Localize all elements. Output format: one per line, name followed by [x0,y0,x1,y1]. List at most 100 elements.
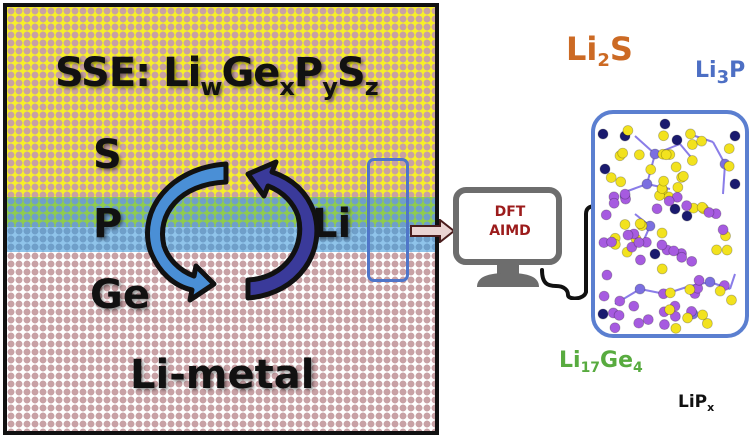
germanium-atom [669,203,681,215]
left-curved-arrow-icon [145,161,229,303]
sulfur-atom [701,318,713,329]
sulfur-atom [697,309,708,321]
sulfur-atom [605,172,617,183]
element-label-ge: Ge [90,272,150,318]
sulfur-atom [615,176,627,188]
phosphorus-atom [641,178,653,190]
element-label-p: P [93,201,123,247]
computer-monitor-icon [453,187,562,287]
lithium-atom [633,237,645,248]
phase-label-li3p: Li3P [695,58,745,88]
lithium-atom [668,245,680,257]
right-arrow-icon [410,219,456,243]
germanium-atom [597,308,609,320]
sse-formula-title: SSE: LiwGexPySz [55,50,379,101]
sulfur-atom [685,128,696,140]
germanium-atom [671,134,683,146]
formula-subscript: y [322,73,338,101]
lithium-atom [703,207,715,218]
germanium-atom [599,163,611,175]
sulfur-atom [656,263,668,275]
phase-label-li17ge4: Li17Ge4 [559,348,643,376]
lithium-atom [613,309,625,321]
element-label-s: S [93,132,122,178]
interface-layer-green [7,197,435,227]
sulfur-atom [696,135,707,147]
phase-text: S [609,30,633,68]
lithium-atom [600,209,612,221]
phase-subscript: 3 [716,67,730,88]
sulfur-atom [670,161,682,173]
germanium-atom [681,210,693,222]
lithium-atom [619,188,631,200]
monitor-cable [540,204,598,300]
lithium-atom [693,274,705,286]
lithium-atom [606,236,617,248]
interface-schematic-panel [3,3,439,435]
sulfur-atom [660,149,672,161]
sulfur-atom [672,181,684,193]
lithium-atom [626,241,638,253]
lithium-atom [601,269,613,281]
germanium-atom [729,178,741,190]
lithium-atom [669,310,681,322]
sulfur-atom [723,160,735,172]
germanium-atom [597,128,609,140]
li-metal-layer [7,252,435,431]
phase-subscript: x [707,401,715,414]
sulfur-atom [677,170,689,182]
germanium-atom [729,130,741,142]
sulfur-atom [696,201,708,213]
formula-element: Ge [221,50,280,96]
phase-label-li2s: Li2S [566,30,633,71]
formula-element: S [336,50,366,96]
dft-label: DFT [494,204,526,220]
sulfur-atom [714,285,726,297]
phase-text: Ge [600,348,634,373]
interface-layer-blue [7,227,435,252]
sulfur-atom [684,284,696,295]
germanium-atom [649,248,661,260]
formula-subscript: w [200,73,222,101]
sulfur-atom [726,294,737,306]
bond [729,273,736,290]
sulfur-atom [622,125,634,136]
lithium-atom [651,203,663,215]
sulfur-atom [656,227,668,239]
lithium-atom [681,200,693,212]
phase-text: LiP [678,392,708,412]
sulfur-atom [670,322,682,334]
li-metal-label: Li-metal [130,352,315,398]
lithium-atom [633,317,645,329]
sulfur-atom [686,155,698,166]
formula-element: Li [163,50,201,96]
lithium-atom [622,229,634,241]
phosphorus-atom [704,276,716,288]
phase-label-lipx: LiPx [678,392,714,414]
phase-subscript: 4 [633,360,643,376]
lithium-atom [609,322,621,334]
sulfur-atom [658,175,669,187]
monitor-screen-text: DFT AIMD [470,203,550,241]
sulfur-atom [658,130,669,142]
sulfur-atom [682,312,693,324]
formula-subscript: x [279,73,295,101]
interface-selection-window [367,158,409,282]
sulfur-atom [619,219,631,230]
phase-text: Li [566,30,598,68]
sulfur-atom [723,143,735,154]
lithium-atom [659,319,670,330]
sulfur-atom [645,164,657,175]
phase-text: P [729,58,746,83]
phosphorus-atom [634,283,646,295]
lithium-atom [614,295,626,307]
lithium-atom [642,314,654,325]
exchange-cycle-arrows [145,159,320,303]
germanium-atom [659,118,671,130]
bond [722,163,726,195]
sulfur-atom [664,287,676,299]
lithium-atom [656,239,668,251]
right-curved-arrow-icon [245,159,320,301]
formula-subscript: z [364,73,379,101]
sulfur-atom [664,304,676,316]
